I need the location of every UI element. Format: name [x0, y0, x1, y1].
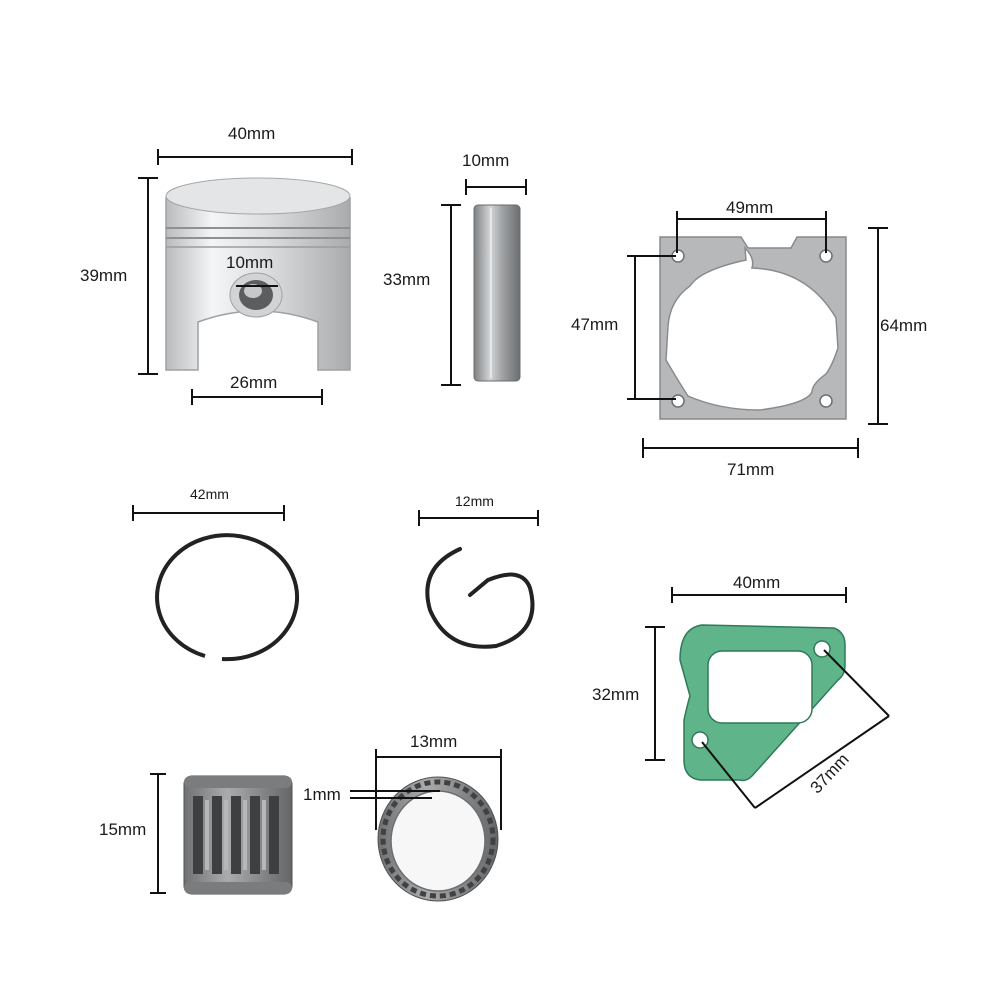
wrist-pin [473, 204, 521, 382]
wrist-pin-diameter-label: 10mm [462, 151, 510, 170]
circlip-dimension-lines [418, 510, 539, 526]
wrist-pin-length-label: 33mm [383, 270, 431, 289]
piston-skirt-gap-label: 26mm [230, 373, 278, 392]
piston-dimension-lines [138, 149, 353, 405]
cylinder-gasket [659, 236, 847, 420]
exhaust-gasket-width-label: 40mm [733, 573, 781, 592]
wrist-pin-dimension-lines [441, 179, 527, 386]
piston-height-label: 39mm [80, 266, 128, 285]
exhaust-gasket-height-label: 32mm [592, 685, 640, 704]
piston-diameter-label: 40mm [228, 124, 276, 143]
cylinder-gasket-dimension-lines [627, 211, 888, 458]
needle-bearing-length-label: 15mm [99, 820, 147, 839]
needle-bearing-front [377, 776, 499, 902]
piston [165, 177, 351, 371]
exhaust-gasket-dimension-lines [645, 587, 890, 809]
needle-bearing-front-dimension-lines [350, 749, 502, 830]
needle-bearing-side-dimension-lines [150, 773, 166, 894]
circlip [425, 547, 535, 649]
exhaust-gasket [679, 624, 846, 782]
cylinder-gasket-width-label: 71mm [727, 460, 775, 479]
piston-ring-diameter-label: 42mm [190, 486, 229, 502]
cylinder-gasket-hole-spacing-y-label: 47mm [571, 315, 619, 334]
cylinder-gasket-hole-spacing-x-label: 49mm [726, 198, 774, 217]
piston-ring-dimension-lines [132, 505, 285, 521]
piston-pin-bore-label: 10mm [226, 253, 274, 272]
circlip-diameter-label: 12mm [455, 493, 494, 509]
cylinder-gasket-height-label: 64mm [880, 316, 928, 335]
needle-bearing-outer-diameter-label: 13mm [410, 732, 458, 751]
needle-bearing-side [183, 775, 293, 895]
needle-bearing-wall-label: 1mm [303, 785, 341, 804]
piston-ring [155, 533, 300, 662]
